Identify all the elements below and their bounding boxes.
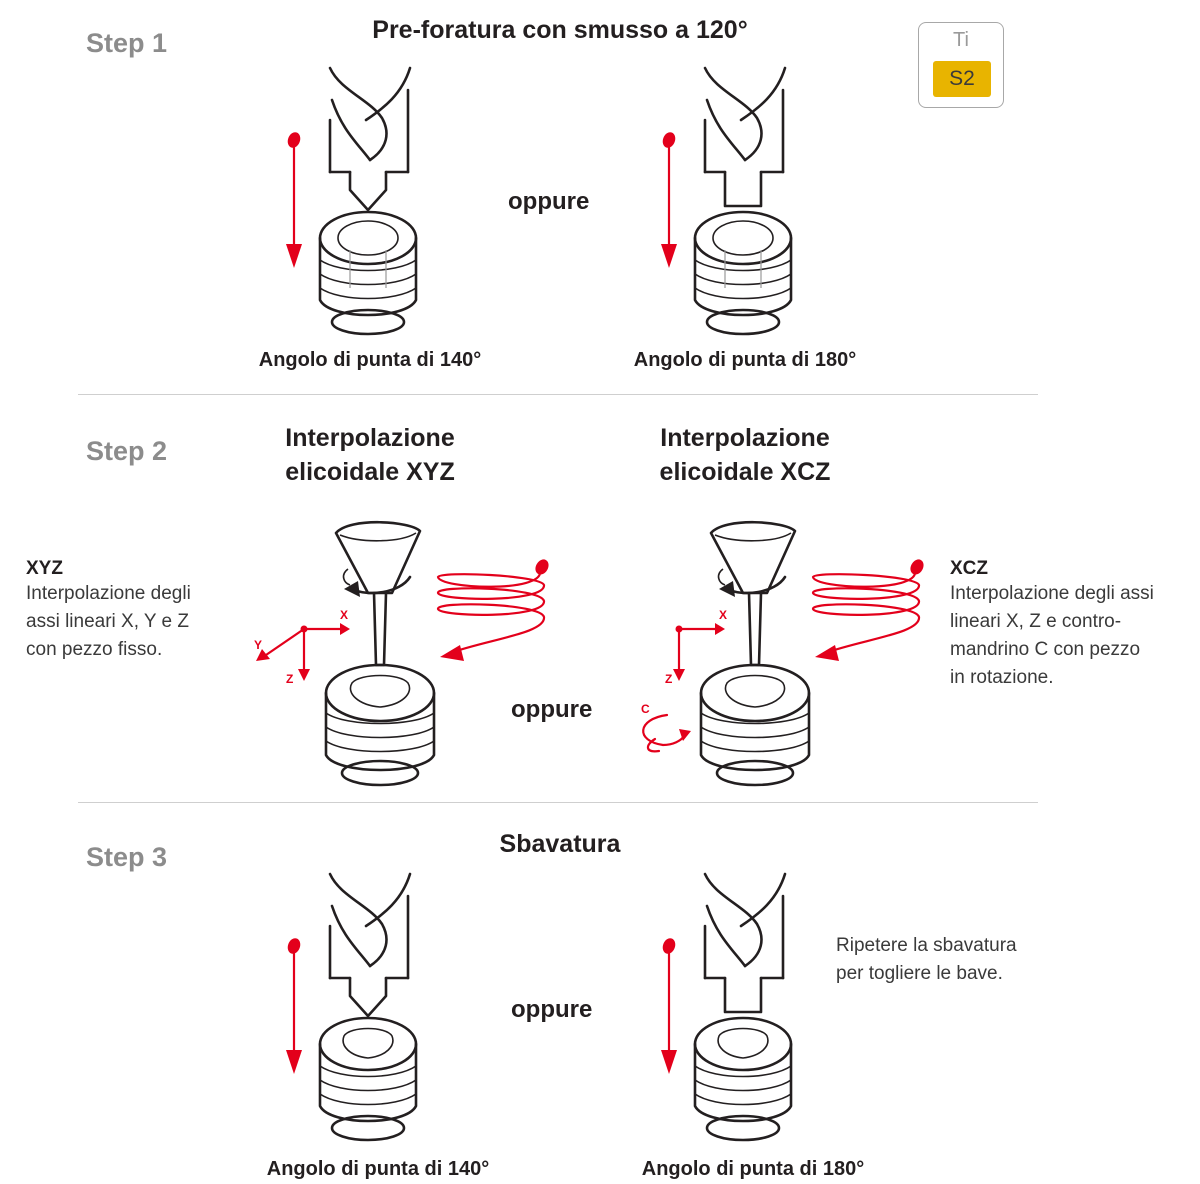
axis-label-z: Z (286, 672, 293, 686)
axis-label-x: X (719, 608, 727, 622)
axis-label-y: Y (254, 638, 262, 652)
axis-label-c: C (641, 702, 650, 716)
note-line: per togliere le bave. (836, 963, 1003, 984)
axis-triad: X Z C (641, 608, 727, 753)
drill-icon (328, 872, 412, 1018)
title-line: elicoidale XYZ (285, 458, 455, 486)
step-2-xcz-figure: X Z C (641, 520, 924, 787)
helical-path-icon (811, 559, 924, 661)
step-3-caption-right: Angolo di punta di 180° (641, 1158, 865, 1180)
step-2-title-right: Interpolazione elicoidale XCZ (605, 421, 885, 489)
workpiece-icon (318, 1016, 418, 1142)
helical-path-icon (436, 559, 549, 661)
material-chip: S2 (933, 61, 991, 97)
step-2-separator: oppure (511, 696, 593, 723)
title-line: Interpolazione (285, 424, 455, 452)
note-line: Ripetere la sbavatura (836, 935, 1017, 956)
step-2-xyz-figure: X Y Z (254, 520, 549, 787)
workpiece-icon (318, 210, 418, 336)
feed-arrow (661, 132, 677, 268)
step-1-drill-figure-right (661, 66, 793, 336)
note-heading: XYZ (26, 558, 63, 579)
title-line: elicoidale XCZ (659, 458, 831, 486)
workpiece-icon (693, 1016, 793, 1142)
rotation-arrow (719, 575, 787, 597)
axis-triad: X Y Z (254, 608, 350, 686)
step-1-drill-figure-left (286, 66, 418, 336)
axis-label-x: X (340, 608, 348, 622)
title-line: Interpolazione (660, 424, 830, 452)
step-3-separator: oppure (511, 996, 593, 1023)
step-2-label: Step 2 (86, 436, 168, 466)
step-1-caption-left: Angolo di punta di 140° (258, 349, 482, 371)
note-line: con pezzo fisso. (26, 639, 163, 660)
section-divider (78, 394, 1038, 395)
xyz-note: XYZ Interpolazione degli assi lineari X,… (26, 558, 191, 664)
feed-arrow (286, 938, 302, 1074)
workpiece-icon (693, 210, 793, 336)
feed-arrow (661, 938, 677, 1074)
note-line: lineari X, Z e contro- (950, 611, 1122, 632)
step-3-caption-left: Angolo di punta di 140° (266, 1158, 490, 1180)
step-3-note: Ripetere la sbavatura per togliere le ba… (836, 932, 1017, 988)
xcz-note: XCZ Interpolazione degli assi lineari X,… (950, 558, 1154, 692)
axis-label-z: Z (665, 672, 672, 686)
step-1-label: Step 1 (86, 28, 168, 58)
step-2-title-left: Interpolazione elicoidale XYZ (230, 421, 510, 489)
section-divider (78, 802, 1038, 803)
note-line: mandrino C con pezzo (950, 639, 1141, 660)
feed-arrow (286, 132, 302, 268)
material-badge: Ti S2 (918, 22, 1004, 108)
drill-icon (328, 66, 412, 212)
note-line: Interpolazione degli (26, 583, 191, 604)
note-line: in rotazione. (950, 667, 1054, 688)
note-heading: XCZ (950, 558, 988, 579)
step-3-drill-figure-left (286, 872, 418, 1142)
drill-icon (703, 66, 787, 208)
note-line: Interpolazione degli assi (950, 583, 1154, 604)
workpiece-icon (324, 663, 436, 787)
step-3-title: Sbavatura (499, 830, 621, 858)
material-group-label: Ti (953, 29, 969, 51)
step-3-label: Step 3 (86, 842, 168, 872)
step-1-title: Pre-foratura con smusso a 120° (372, 16, 748, 44)
step-1-caption-right: Angolo di punta di 180° (633, 349, 857, 371)
note-line: assi lineari X, Y e Z (26, 611, 189, 632)
drill-icon (703, 872, 787, 1014)
step-3-drill-figure-right (661, 872, 793, 1142)
rotation-arrow (344, 575, 412, 597)
workpiece-icon (699, 663, 811, 787)
step-1-separator: oppure (508, 188, 590, 215)
